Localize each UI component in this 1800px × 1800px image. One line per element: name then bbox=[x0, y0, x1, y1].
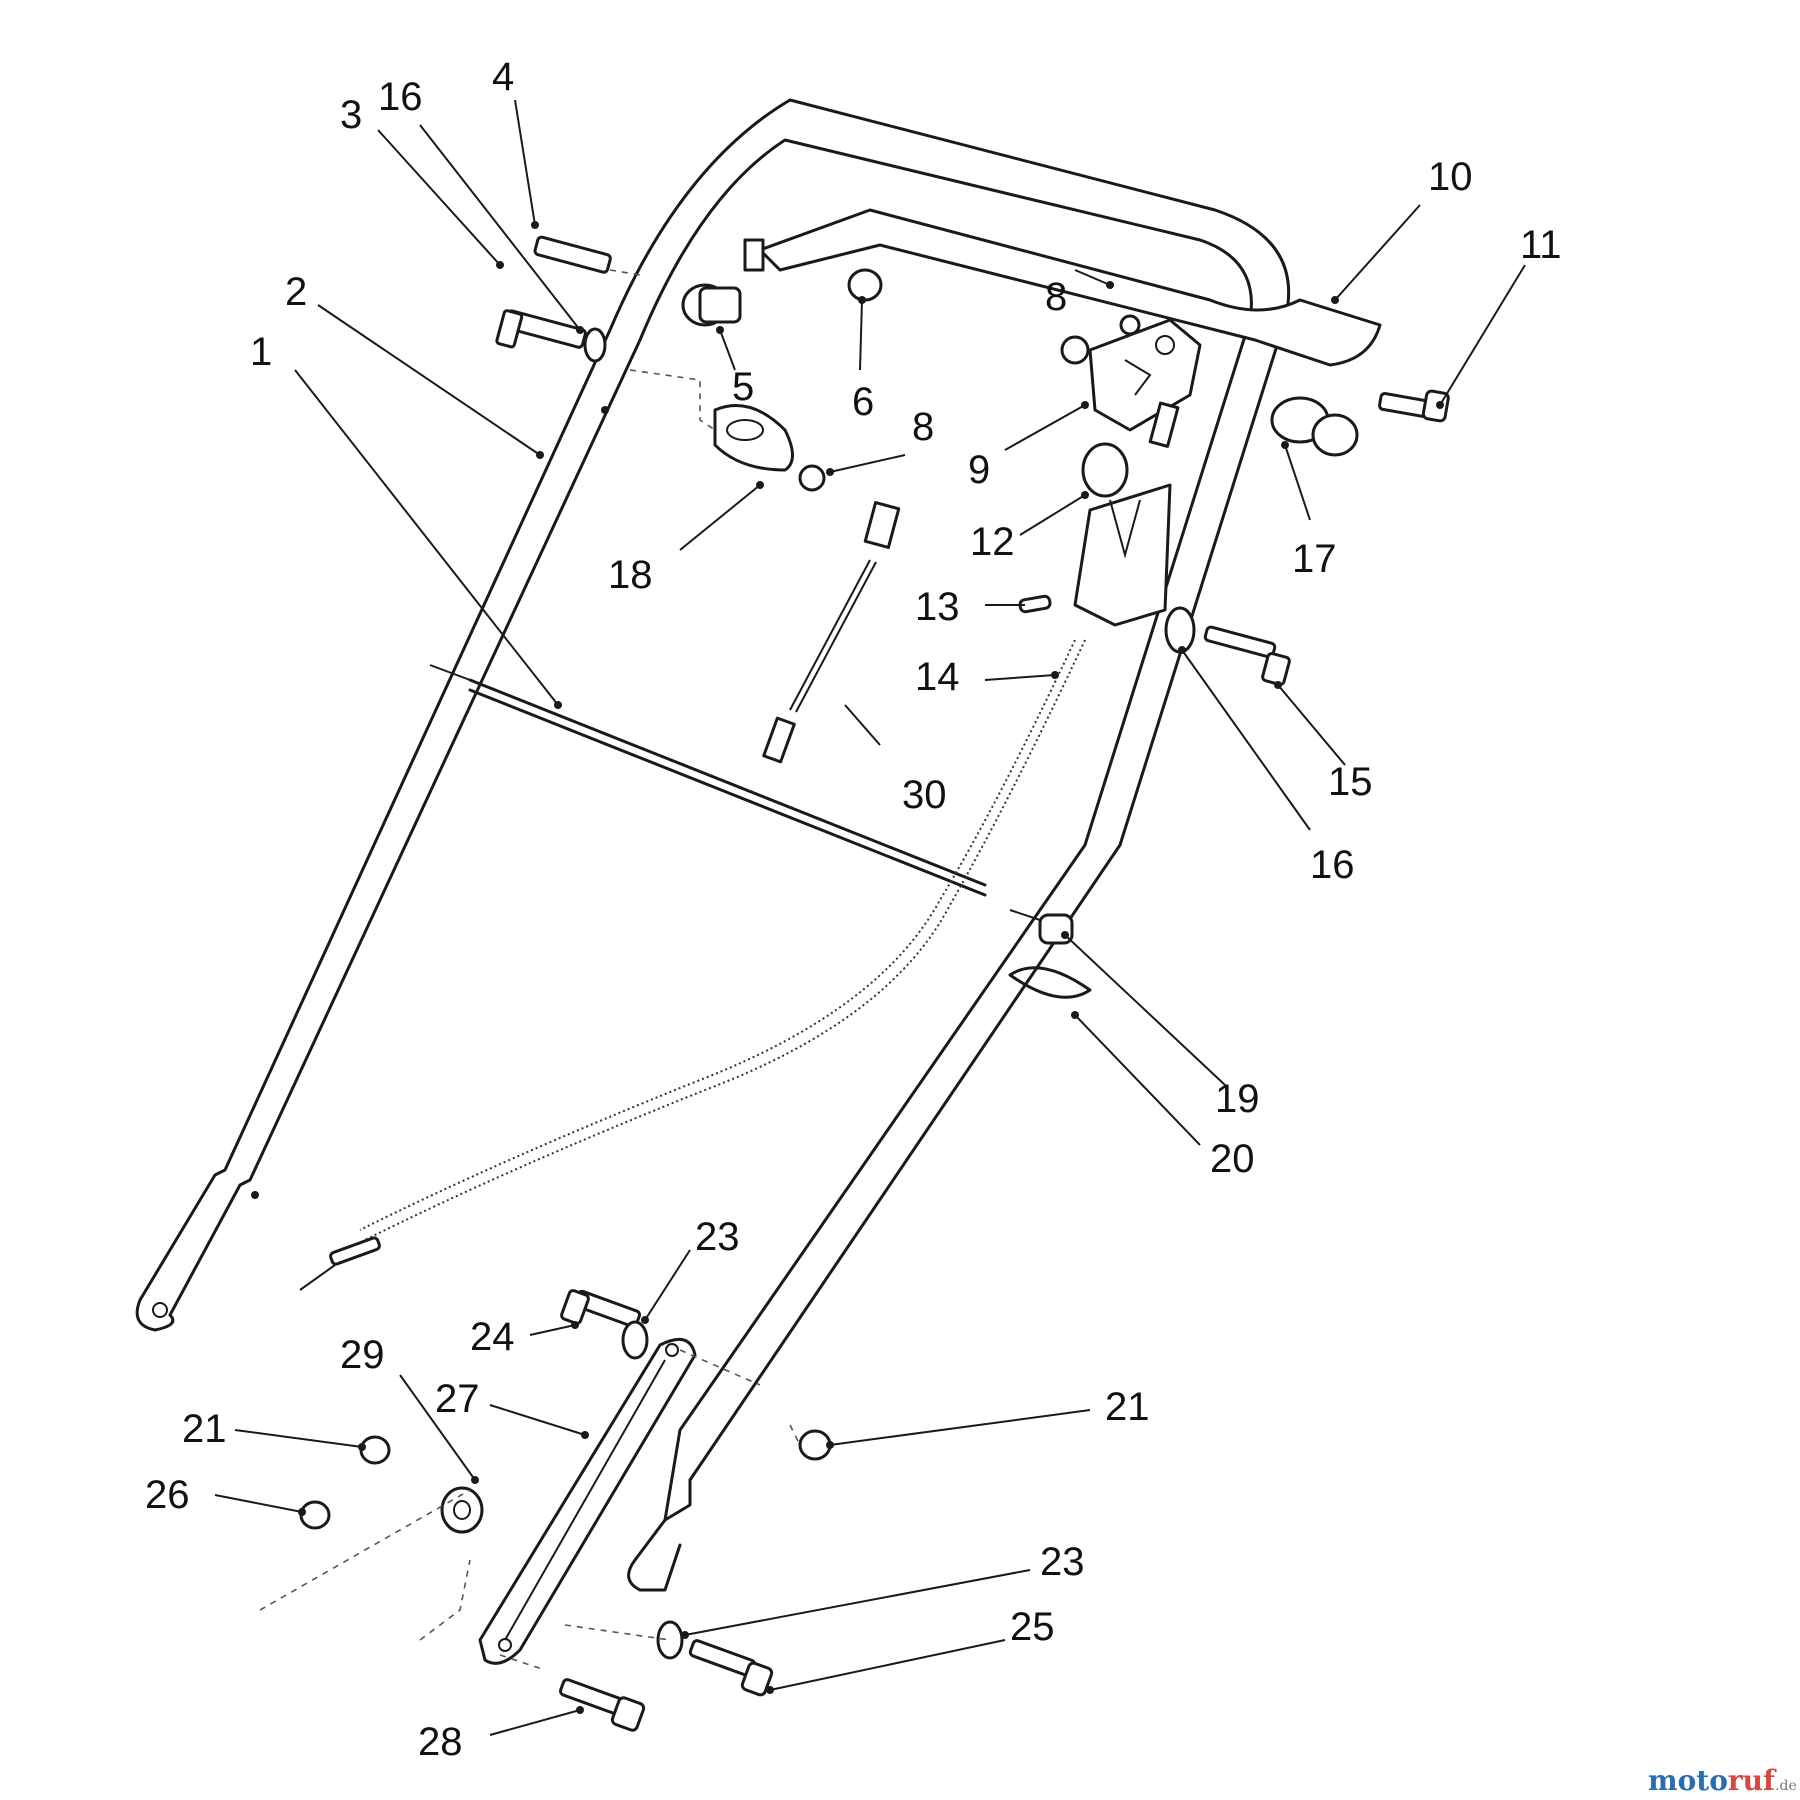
callout-16: 16 bbox=[378, 75, 423, 119]
callout-23: 23 bbox=[695, 1215, 740, 1259]
callout-5: 5 bbox=[732, 365, 754, 409]
callout-11: 11 bbox=[1520, 223, 1562, 267]
callout-1: 1 bbox=[250, 330, 272, 374]
callout-labels: 1 2 3 16 4 5 6 8 8 9 10 11 12 13 14 15 1… bbox=[145, 55, 1562, 1764]
callout-16: 16 bbox=[1310, 843, 1355, 887]
callout-13: 13 bbox=[915, 585, 960, 629]
callout-17: 17 bbox=[1292, 537, 1337, 581]
control-bracket bbox=[1088, 318, 1202, 432]
callout-8: 8 bbox=[912, 405, 934, 449]
svg-text:motoruf.de: motoruf.de bbox=[1648, 1764, 1797, 1797]
callout-30: 30 bbox=[902, 773, 947, 817]
watermark-logo: motoruf.de bbox=[1648, 1764, 1797, 1797]
callout-28: 28 bbox=[418, 1720, 463, 1764]
callout-2: 2 bbox=[285, 270, 307, 314]
flag-lever bbox=[629, 369, 794, 472]
control-bar bbox=[743, 208, 1382, 367]
callout-18: 18 bbox=[608, 553, 653, 597]
assembly-guide-lines bbox=[259, 269, 801, 1671]
control-cable bbox=[299, 501, 1086, 1291]
callout-20: 20 bbox=[1210, 1137, 1255, 1181]
throttle-lever-assembly bbox=[1073, 401, 1180, 627]
callout-21: 21 bbox=[1105, 1385, 1150, 1429]
callout-3: 3 bbox=[340, 93, 362, 137]
callout-6: 6 bbox=[852, 380, 874, 424]
callout-25: 25 bbox=[1010, 1605, 1055, 1649]
watermark-part2: ruf bbox=[1728, 1764, 1777, 1797]
leader-dots bbox=[251, 221, 1444, 1714]
callout-15: 15 bbox=[1328, 760, 1373, 804]
watermark-part1: moto bbox=[1648, 1764, 1728, 1797]
callout-23: 23 bbox=[1040, 1540, 1085, 1584]
callout-21: 21 bbox=[182, 1407, 227, 1451]
cross-bar bbox=[429, 664, 987, 897]
callout-24: 24 bbox=[470, 1315, 515, 1359]
lower-bracket bbox=[478, 1337, 697, 1665]
watermark-suffix: .de bbox=[1775, 1778, 1797, 1794]
callout-26: 26 bbox=[145, 1473, 190, 1517]
fasteners bbox=[299, 235, 1450, 1732]
callout-29: 29 bbox=[340, 1333, 385, 1377]
callout-4: 4 bbox=[492, 55, 514, 99]
handle-upper-loop bbox=[135, 98, 1291, 1592]
leader-lines bbox=[214, 99, 1526, 1736]
callout-10: 10 bbox=[1428, 155, 1473, 199]
callout-14: 14 bbox=[915, 655, 960, 699]
callout-19: 19 bbox=[1215, 1077, 1260, 1121]
callout-12: 12 bbox=[970, 520, 1015, 564]
callout-9: 9 bbox=[968, 448, 990, 492]
callout-27: 27 bbox=[435, 1377, 480, 1421]
callout-8: 8 bbox=[1045, 275, 1067, 319]
